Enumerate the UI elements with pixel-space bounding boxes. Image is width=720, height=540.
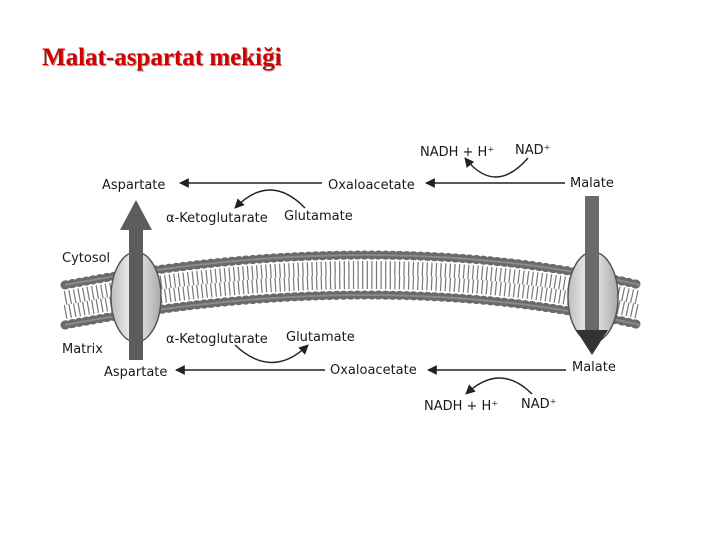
label-glutamate-top: Glutamate xyxy=(284,209,353,224)
label-ketoglutarate-bottom: α-Ketoglutarate xyxy=(166,332,268,347)
label-oxaloacetate-top: Oxaloacetate xyxy=(328,178,415,193)
label-matrix: Matrix xyxy=(62,342,103,357)
label-nadh-top: NADH + H⁺ xyxy=(420,145,494,160)
nadh-nad-curve-bottom xyxy=(466,378,532,394)
nadh-nad-curve-top xyxy=(465,158,528,177)
label-malate-bottom: Malate xyxy=(572,360,616,375)
label-glutamate-bottom: Glutamate xyxy=(286,330,355,345)
label-nadh-bottom: NADH + H⁺ xyxy=(424,399,498,414)
glutamate-ketoglutarate-curve-top xyxy=(235,190,305,208)
label-aspartate-top: Aspartate xyxy=(102,178,165,193)
label-ketoglutarate-top: α-Ketoglutarate xyxy=(166,211,268,226)
label-aspartate-bottom: Aspartate xyxy=(104,365,167,380)
label-oxaloacetate-bottom: Oxaloacetate xyxy=(330,363,417,378)
label-nad-top: NAD⁺ xyxy=(515,143,551,158)
label-malate-top: Malate xyxy=(570,176,614,191)
ketoglutarate-glutamate-curve-bottom xyxy=(235,345,308,363)
label-nad-bottom: NAD⁺ xyxy=(521,397,557,412)
label-cytosol: Cytosol xyxy=(62,251,110,266)
